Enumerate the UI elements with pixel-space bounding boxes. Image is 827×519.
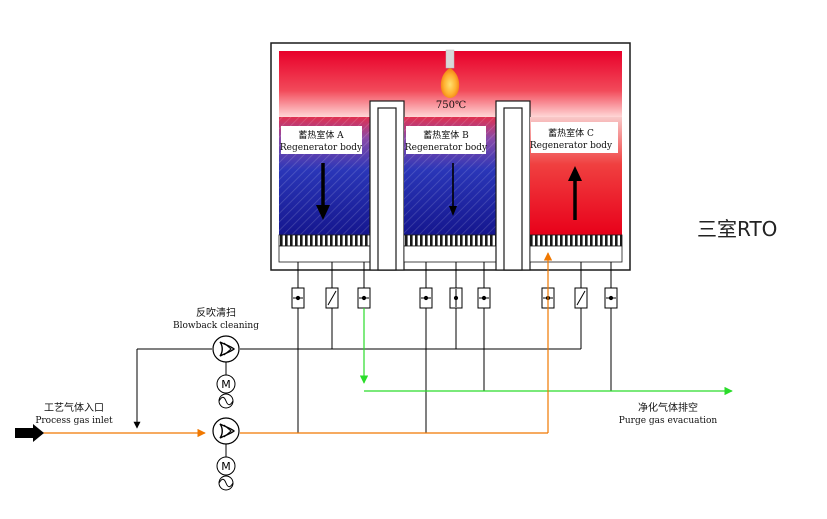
valve-icon[interactable] [419,287,433,309]
rto-vessel: 750℃ 蓄热室体 A Regenerator body 蓄热室体 B Rege… [270,42,631,271]
chamber-c-name-en: Regenerator body [530,141,613,151]
blowback-label-en: Blowback cleaning [173,321,259,331]
valve-icon[interactable] [574,287,588,309]
svg-text:M: M [221,378,231,391]
chamber-a-name-cn: 蓄热室体 A [298,129,344,141]
process-gas-line [43,252,553,438]
pipe-network [133,262,612,457]
chamber-c-name-cn: 蓄热室体 C [548,127,594,139]
chamber-a-plenum [278,245,371,263]
chamber-b-plenum [403,245,499,263]
purge-label-en: Purge gas evacuation [619,416,718,426]
svg-text:M: M [221,460,231,473]
motor-icon: M [216,374,236,409]
chamber-c-flow-up-arrow [568,166,582,220]
process-fan: M [212,417,240,491]
chamber-b-label-box [406,126,486,154]
chamber-a-grate [278,234,371,247]
chamber-a-name-en: Regenerator body [280,143,363,153]
fan-icon[interactable] [212,417,240,445]
burner-flame-icon [440,49,460,98]
valve-icon[interactable] [357,287,371,309]
chamber-b-flow-down-arrow [449,163,457,216]
valve-icon[interactable] [325,287,339,309]
blowback-fan: M [212,335,240,409]
inlet-label-en: Process gas inlet [35,416,113,426]
chamber-c-label-box [531,122,618,153]
diagram-title: 三室RTO [697,217,777,241]
chamber-b-name-cn: 蓄热室体 B [423,129,469,141]
inlet-arrow-icon [15,424,44,442]
chamber-b-grate [403,234,499,247]
valve-group [291,287,618,309]
valve-icon[interactable] [604,287,618,309]
inlet-label-cn: 工艺气体入口 [44,401,104,414]
valve-icon[interactable] [291,287,305,309]
chamber-c-plenum [529,245,623,263]
temperature-label: 750℃ [436,100,466,111]
chamber-c-grate [529,234,623,247]
blowback-label-cn: 反吹清扫 [196,306,236,319]
chamber-a-label-box [281,126,362,154]
motor-icon: M [216,456,236,491]
chamber-a-flow-down-arrow [316,163,330,220]
valve-icon[interactable] [477,287,491,309]
fan-icon[interactable] [212,335,240,363]
chamber-b-name-en: Regenerator body [405,143,488,153]
purge-label-cn: 净化气体排空 [638,401,698,414]
valve-icon[interactable] [449,287,463,309]
